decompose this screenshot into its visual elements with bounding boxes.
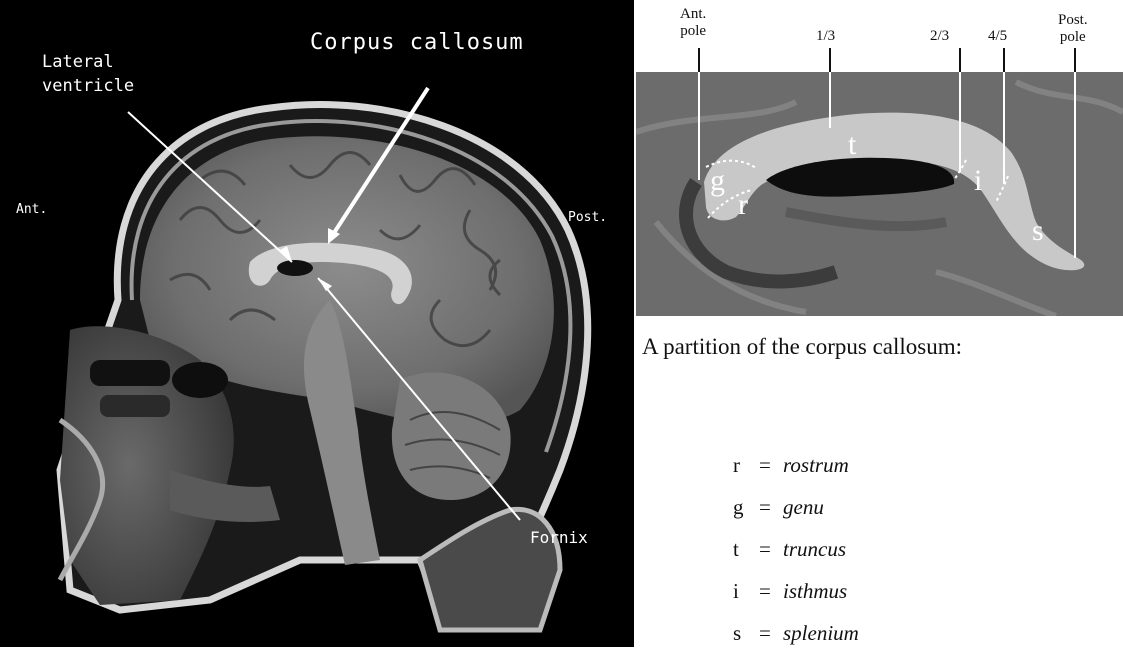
tick-lines-top — [636, 0, 1123, 72]
splenium-letter: s — [1032, 214, 1044, 247]
lateral-ventricle-label-line1: Lateral — [42, 52, 114, 72]
mri-brain-drawing — [0, 0, 634, 647]
lateral-ventricle — [277, 260, 313, 276]
corpus-callosum-closeup: g r t i s — [636, 72, 1123, 316]
legend-symbol: s — [733, 621, 759, 646]
legend-row-splenium: s=splenium — [712, 596, 859, 671]
mri-sagittal-image: Corpus callosum Lateral ventricle Ant. P… — [0, 0, 634, 647]
genu-letter: g — [710, 164, 725, 197]
legend-name: splenium — [783, 621, 859, 645]
posterior-label: Post. — [568, 210, 607, 225]
isthmus-letter: i — [974, 164, 982, 197]
partition-diagram: Ant. pole 1/3 2/3 4/5 Post. pole — [636, 0, 1123, 647]
lateral-ventricle-label-line2: ventricle — [42, 76, 134, 96]
anterior-label: Ant. — [16, 202, 47, 217]
legend-equals: = — [759, 621, 783, 646]
rostrum-letter: r — [738, 188, 748, 221]
corpus-callosum-label: Corpus callosum — [310, 30, 524, 55]
fornix-label: Fornix — [530, 528, 588, 547]
partition-caption: A partition of the corpus callosum: — [642, 334, 962, 360]
truncus-letter: t — [848, 128, 857, 161]
